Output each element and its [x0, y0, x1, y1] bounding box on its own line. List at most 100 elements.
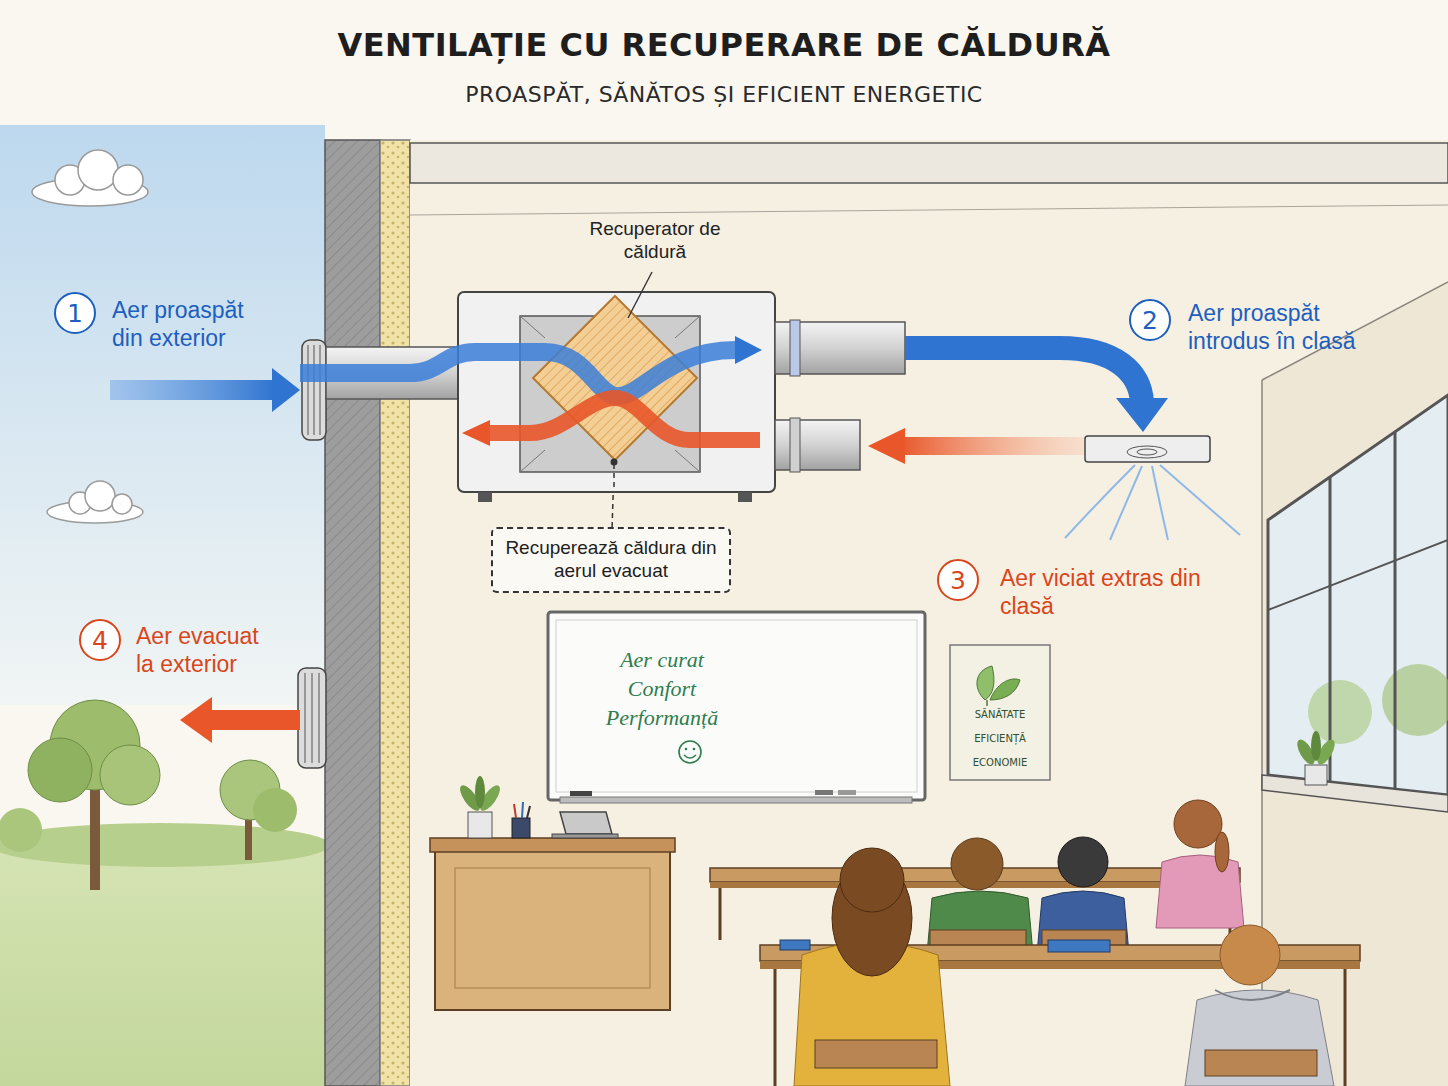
student — [1156, 800, 1244, 928]
callout-number: 4 — [92, 628, 108, 653]
whiteboard — [548, 612, 925, 800]
air-flow-supply — [735, 336, 762, 364]
note-box: Recuperează căldura din aerul evacuat — [491, 527, 731, 593]
air-diffuser — [1160, 465, 1240, 535]
student-desks — [1048, 940, 1110, 952]
outdoor-scene — [0, 125, 325, 1086]
wall — [325, 140, 380, 1086]
student — [1220, 925, 1280, 985]
poster-text: EFICIENȚĂ — [950, 727, 1050, 751]
duct — [790, 418, 800, 472]
whiteboard — [693, 748, 696, 751]
poster — [986, 700, 988, 706]
whiteboard — [570, 791, 592, 796]
callout-number: 4 — [79, 619, 121, 661]
text-group: Aer curatConfortPerformanță — [587, 645, 737, 732]
leader-line — [611, 272, 653, 490]
label-area: Aer proaspăt din exterior — [112, 297, 280, 352]
poster — [977, 666, 994, 700]
whiteboard — [815, 790, 833, 795]
air-flow-extract — [868, 428, 905, 464]
student — [951, 838, 1003, 890]
student — [1185, 925, 1334, 1086]
poster-text: SĂNĂTATE — [950, 703, 1050, 727]
callout-number: 2 — [1129, 299, 1171, 341]
air-diffuser — [1152, 466, 1168, 540]
air-diffuser — [1065, 436, 1240, 540]
text-group: 3 — [950, 568, 966, 593]
window — [1262, 775, 1448, 812]
air-flow-supply — [300, 350, 735, 396]
student — [1215, 832, 1229, 872]
trees — [0, 700, 330, 890]
student-desks — [774, 969, 777, 1086]
wall-grille — [312, 673, 313, 763]
whiteboard — [556, 620, 917, 792]
whiteboard — [684, 755, 696, 758]
text-group: SĂNĂTATEEFICIENȚĂECONOMIE — [950, 703, 1050, 775]
cloud — [47, 481, 143, 523]
air-diffuser — [1065, 465, 1240, 540]
text-group: Recuperează căldura din aerul evacuat — [505, 537, 717, 583]
text-group: 1 — [67, 301, 83, 326]
wall-grille — [298, 340, 326, 768]
teacher-desk — [475, 776, 485, 808]
callout-number: 1 — [67, 301, 83, 326]
part-label: Recuperator de căldură — [575, 218, 735, 264]
note-text: Recuperează căldura din aerul evacuat — [505, 537, 717, 583]
chair — [815, 1040, 937, 1068]
cloud — [85, 481, 115, 511]
window — [1311, 731, 1321, 761]
classroom — [410, 140, 1448, 1086]
label-area: Aer proaspăt introdus în clasă — [1188, 300, 1403, 355]
classroom — [410, 143, 1448, 183]
subtitle: PROASPĂT, SĂNĂTOS ȘI EFICIENT ENERGETIC — [0, 82, 1448, 108]
air-diffuser — [1127, 446, 1167, 458]
teacher-desk — [514, 804, 516, 818]
student — [1185, 990, 1334, 1086]
air-flow-extract — [210, 710, 300, 730]
poster — [990, 679, 1020, 700]
ventilation-unit — [675, 316, 700, 338]
poster — [950, 645, 1050, 780]
student-desks — [719, 888, 722, 940]
poster — [950, 645, 1050, 780]
label-area: Aer viciat extras din clasă — [1000, 565, 1205, 620]
window — [1394, 432, 1397, 789]
window — [1305, 765, 1327, 785]
trees — [100, 745, 160, 805]
flow-label: Aer viciat extras din clasă — [1000, 565, 1205, 620]
teacher-desk — [430, 838, 675, 852]
wall-grille — [308, 345, 309, 435]
air-flow-extract — [462, 420, 490, 446]
outdoor-scene — [0, 840, 325, 1086]
duct — [790, 320, 800, 376]
poster-text: ECONOMIE — [950, 751, 1050, 775]
ventilation-unit — [675, 450, 700, 472]
leader-line — [628, 272, 652, 318]
student — [1174, 800, 1222, 848]
teacher-desk — [512, 818, 530, 838]
board-text: Performanță — [587, 703, 737, 732]
wall-grille — [314, 345, 315, 435]
leader-line — [613, 464, 615, 490]
outdoor-scene — [0, 125, 325, 705]
cloud — [112, 494, 132, 514]
air-flow-supply — [272, 368, 300, 412]
ventilation-unit — [520, 450, 545, 472]
callout-number: 1 — [54, 292, 96, 334]
ventilation-unit — [458, 292, 775, 492]
whiteboard — [548, 612, 925, 803]
teacher-desk — [522, 802, 523, 818]
title: VENTILAȚIE CU RECUPERARE DE CĂLDURĂ — [0, 26, 1448, 64]
window — [1262, 395, 1448, 812]
poster: SĂNĂTATEEFICIENȚĂECONOMIE — [950, 645, 1050, 780]
air-flow-supply — [905, 348, 1142, 402]
wall-grille — [305, 673, 306, 763]
student — [1058, 837, 1108, 887]
flow-label: Aer evacuat la exterior — [136, 623, 276, 678]
teacher-desk — [552, 834, 618, 838]
trees — [28, 738, 92, 802]
whiteboard: Aer curatConfortPerformanță — [548, 612, 925, 800]
